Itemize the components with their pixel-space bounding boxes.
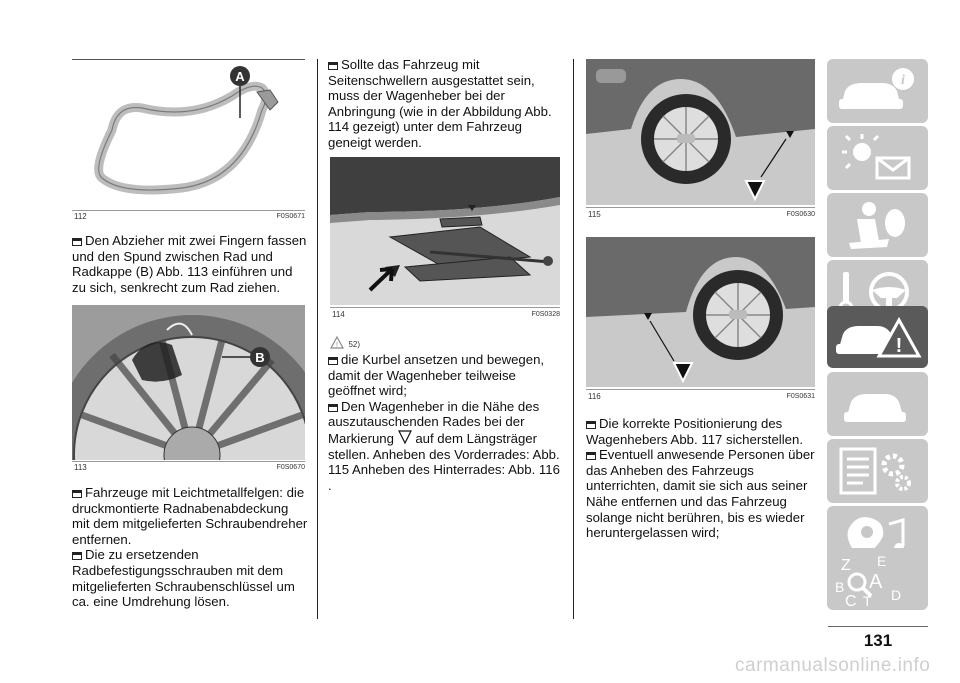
bullet-box-icon	[586, 421, 596, 429]
car-emergency-icon: !	[836, 316, 922, 358]
figure-code: F0S0630	[786, 211, 815, 218]
figure-number: 112	[74, 212, 87, 221]
figure-label-a: A	[235, 69, 245, 84]
caption-rule	[586, 389, 815, 390]
svg-text:!: !	[896, 335, 903, 357]
watermark-text: carmanualsonline.info	[735, 655, 931, 676]
car-info-icon: i	[839, 68, 914, 109]
bullet-box-icon	[328, 403, 338, 412]
caption-rule	[586, 207, 815, 208]
sidebar-item-index[interactable]: Z E A B C D T	[827, 548, 928, 610]
figure-label-b: B	[255, 350, 264, 365]
technical-data-icon	[839, 447, 911, 495]
figure-number: 115	[588, 210, 601, 219]
caption-rule	[72, 210, 305, 211]
col1-paragraph-1: Den Abzieher mit zwei Fingern fassen und…	[72, 233, 307, 295]
car-service-icon	[844, 394, 906, 422]
top-rule-col1	[72, 59, 305, 60]
col2-paragraph-2: die Kurbel ansetzen und bewegen, damit d…	[328, 352, 560, 493]
figure-number: 116	[588, 392, 601, 401]
bullet-box-icon	[72, 552, 82, 561]
index-letter: E	[877, 553, 886, 569]
bullet-box-icon	[72, 238, 82, 246]
index-letter: C	[845, 593, 857, 610]
figure-number: 113	[74, 463, 87, 472]
column-divider	[317, 59, 318, 619]
col3-paragraph: Die korrekte Positionierung des Wagenheb…	[586, 416, 815, 541]
sidebar-item-service[interactable]	[827, 372, 928, 436]
index-letter: Z	[841, 557, 851, 574]
bullet-box-icon	[586, 452, 596, 461]
figure-113-alloy-wheel: B	[72, 305, 305, 460]
index-letter: D	[891, 587, 901, 603]
sidebar-item-car-info[interactable]: i	[827, 59, 928, 123]
jack-marker-triangle-icon	[397, 430, 412, 445]
figure-code: F0S0670	[276, 464, 305, 471]
col2-paragraph-1: Sollte das Fahrzeug mit Seitenschwellern…	[328, 57, 552, 150]
sidebar-item-safety[interactable]	[827, 193, 928, 257]
bullet-box-icon	[328, 62, 338, 70]
caption-rule	[72, 461, 305, 462]
sidebar-item-emergency[interactable]: !	[827, 306, 928, 368]
warning-lights-message-icon	[842, 134, 911, 180]
svg-text:!: !	[336, 342, 338, 349]
page-number-rule	[828, 626, 928, 627]
alphabet-index-icon: Z E A B C D T	[835, 553, 901, 610]
figure-code: F0S0631	[786, 393, 815, 400]
sidebar-item-warning-lights[interactable]	[827, 126, 928, 190]
column-divider	[573, 59, 574, 619]
airbag-seat-icon	[849, 202, 905, 249]
index-letter: T	[863, 593, 872, 609]
warning-triangle-icon: !	[329, 336, 345, 349]
figure-114-jack	[330, 157, 560, 305]
warning-reference: ! 52)	[329, 334, 360, 352]
bullet-box-icon	[72, 490, 82, 498]
figure-number: 114	[332, 310, 345, 319]
svg-text:i: i	[901, 73, 905, 88]
sidebar-item-technical-data[interactable]	[827, 439, 928, 503]
col1-paragraph-2: Fahrzeuge mit Leichtmetallfelgen: die dr…	[72, 485, 308, 610]
index-letter: A	[869, 571, 883, 593]
figure-115-front-lift-point	[586, 59, 815, 205]
bullet-box-icon	[328, 357, 338, 365]
figure-112-hubcap-puller: A	[72, 60, 305, 208]
index-letter: B	[835, 579, 844, 595]
caption-rule	[330, 307, 560, 308]
figure-116-rear-lift-point	[586, 237, 815, 387]
page-number: 131	[863, 631, 893, 650]
figure-code: F0S0671	[276, 213, 305, 220]
figure-code: F0S0328	[531, 311, 560, 318]
